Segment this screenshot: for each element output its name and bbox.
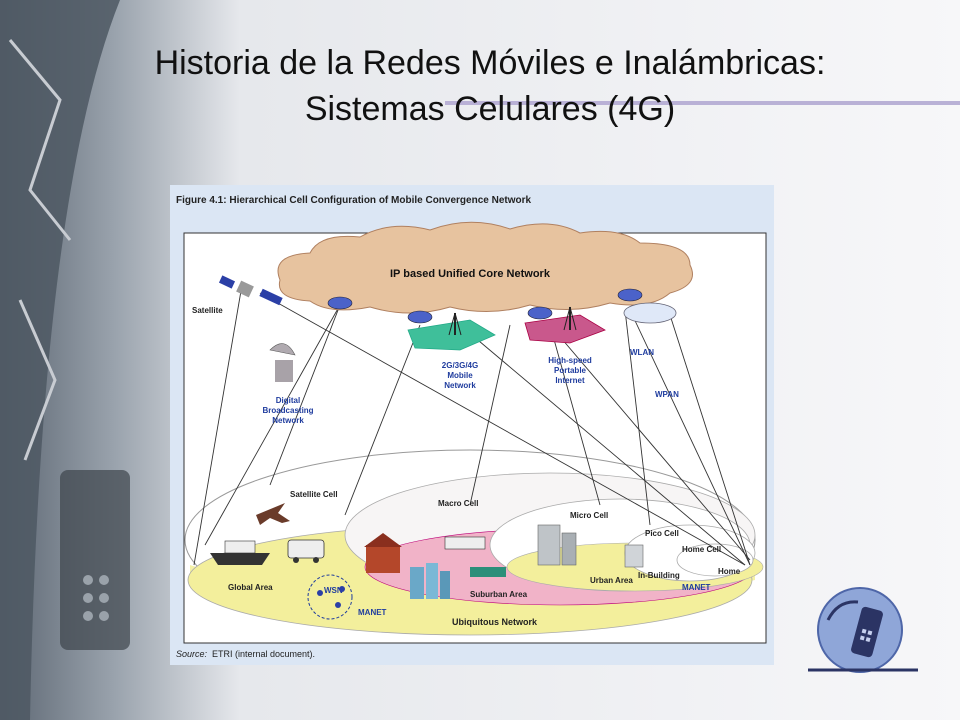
home-label: Home — [718, 567, 741, 576]
micro-cell-label: Micro Cell — [570, 511, 608, 520]
truck-icon — [444, 536, 506, 577]
wsn-cluster-icon — [307, 574, 353, 620]
macro-cell-label: Macro Cell — [438, 499, 478, 508]
global-area-label: Global Area — [228, 583, 273, 592]
broadcast-label-2: Broadcasting — [262, 406, 313, 415]
core-network-label: IP based Unified Core Network — [390, 268, 551, 280]
cell-tower-icon — [563, 306, 577, 331]
title-line-1: Historia de la Redes Móviles e Inalámbri… — [154, 44, 826, 82]
title-line-2: Sistemas Celulares (4G) — [304, 90, 676, 128]
manet-label: MANET — [682, 583, 711, 592]
wlan-disk — [623, 302, 677, 324]
figure-caption: Figure 4.1: Hierarchical Cell Configurat… — [176, 195, 532, 206]
ship-icon — [210, 540, 270, 565]
broadcast-dish-icon — [269, 343, 296, 382]
core-network-cloud — [277, 221, 693, 314]
wlan-label: WLAN — [630, 348, 654, 357]
building-icon — [537, 524, 644, 568]
broadcast-label-1: Digital — [276, 396, 300, 405]
suburban-buildings-icon — [410, 563, 450, 599]
airplane-icon — [256, 503, 290, 525]
suburban-area-label: Suburban Area — [470, 590, 528, 599]
source-label: Source: — [176, 649, 208, 659]
broadcast-label-3: Network — [272, 416, 304, 425]
satellite-cell-label: Satellite Cell — [290, 490, 338, 499]
home-cell-label: Home Cell — [682, 545, 721, 554]
home-cell-area — [676, 543, 754, 577]
wpan-label: WPAN — [655, 390, 679, 399]
mobile-network-hex — [407, 319, 496, 351]
pico-cell-label: Pico Cell — [645, 529, 679, 538]
source-text: ETRI (internal document). — [212, 649, 315, 659]
portable-label-1: High-speed — [548, 356, 592, 365]
urban-area-label: Urban Area — [590, 576, 633, 585]
wsn-label: WSN — [324, 586, 343, 595]
ubiquitous-network-label: Ubiquitous Network — [452, 617, 538, 627]
bus-icon — [287, 539, 325, 563]
cell-tower-icon — [448, 312, 462, 336]
connection-lines — [193, 284, 751, 566]
network-figure: Figure 4.1: Hierarchical Cell Configurat… — [170, 185, 774, 665]
slide-title: Historia de la Redes Móviles e Inalámbri… — [40, 40, 940, 132]
house-icon — [364, 533, 402, 573]
in-building-label: In-Building — [638, 571, 680, 580]
mobile-network-label-1: 2G/3G/4G — [442, 361, 478, 370]
router-icon — [327, 288, 643, 324]
satellite-label: Satellite — [192, 306, 223, 315]
portable-label-3: Internet — [555, 376, 585, 385]
logo-icon — [808, 587, 918, 673]
mobile-network-label-3: Network — [444, 381, 476, 390]
manet-label-left: MANET — [358, 608, 387, 617]
satellite-icon — [218, 275, 283, 306]
portable-label-2: Portable — [554, 366, 587, 375]
mobile-network-label-2: Mobile — [447, 371, 473, 380]
